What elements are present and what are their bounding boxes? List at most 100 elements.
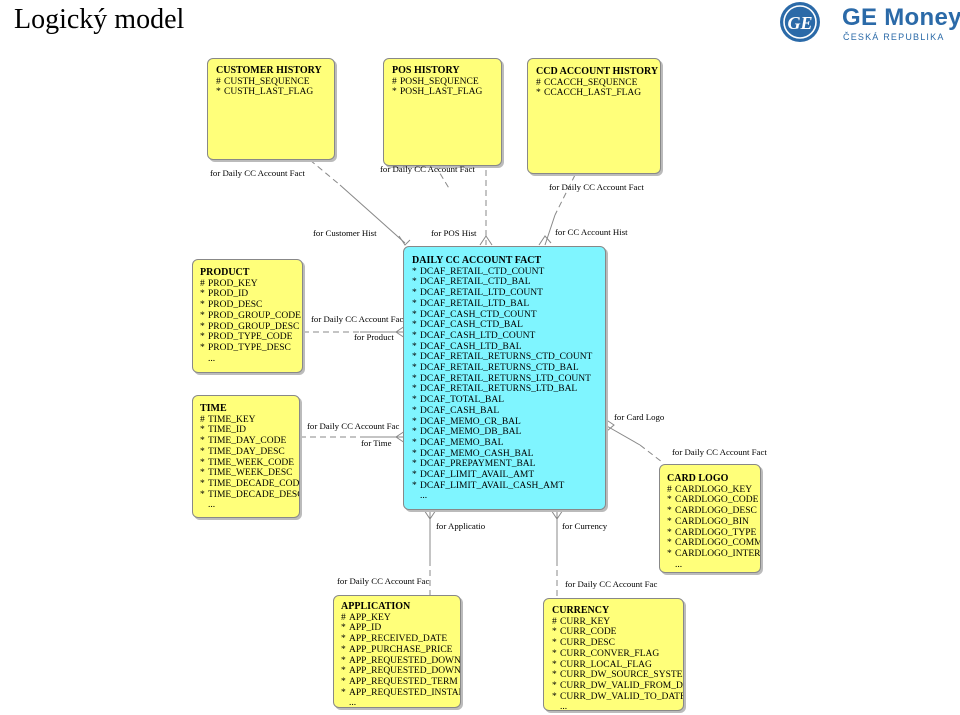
entity-daily-cc-account-fact[interactable]: DAILY CC ACCOUNT FACT *DCAF_RETAIL_CTD_C… xyxy=(403,246,606,510)
attribute: *DCAF_CASH_BAL xyxy=(412,405,500,416)
entity-pos-history[interactable]: POS HISTORY #POSH_SEQUENCE *POSH_LAST_FL… xyxy=(383,58,502,166)
relationship-label: for Daily CC Account Fact xyxy=(380,164,475,174)
attribute: #APP_KEY xyxy=(341,612,391,623)
attribute: *DCAF_MEMO_BAL xyxy=(412,437,504,448)
attribute: *APP_RECEIVED_DATE xyxy=(341,634,448,645)
relationship-label: for Daily CC Account Fact xyxy=(210,168,305,178)
entity-application[interactable]: APPLICATION #APP_KEY *APP_ID *APP_RECEIV… xyxy=(333,595,461,708)
attribute: #TIME_KEY xyxy=(200,414,256,425)
attribute: *CURR_CONVER_FLAG xyxy=(552,648,660,659)
attribute: *DCAF_CASH_LTD_COUNT xyxy=(412,330,536,341)
relationship-label: for Daily CC Account Fac xyxy=(337,576,430,586)
attribute: *DCAF_LIMIT_AVAIL_AMT xyxy=(412,470,535,481)
attribute: *CCACCH_LAST_FLAG xyxy=(536,88,642,99)
attribute: *DCAF_RETAIL_RETURNS_LTD_COUNT xyxy=(412,373,591,384)
relationship-label: for Customer Hist xyxy=(313,228,377,238)
attribute: *DCAF_RETAIL_CTD_COUNT xyxy=(412,266,545,277)
attribute: *DCAF_RETAIL_LTD_COUNT xyxy=(412,288,543,299)
attribute: *PROD_ID xyxy=(200,289,249,300)
attribute: *APP_REQUESTED_TERM xyxy=(341,676,458,687)
attribute: *TIME_DECADE_DESC xyxy=(200,489,300,500)
attribute: #POSH_SEQUENCE xyxy=(392,76,479,87)
entity-card-logo[interactable]: CARD LOGO #CARDLOGO_KEY *CARDLOGO_CODE *… xyxy=(659,464,761,573)
attribute: *TIME_DAY_CODE xyxy=(200,436,287,447)
attribute: *PROD_GROUP_DESC xyxy=(200,321,300,332)
attribute: *DCAF_CASH_LTD_BAL xyxy=(412,341,522,352)
entity-name: CUSTOMER HISTORY xyxy=(216,65,322,76)
entity-name: CURRENCY xyxy=(552,605,610,616)
entity-customer-history[interactable]: CUSTOMER HISTORY #CUSTH_SEQUENCE *CUSTH_… xyxy=(207,58,335,160)
relationship-label: for POS Hist xyxy=(431,228,477,238)
relationship-label: for Time xyxy=(361,438,392,448)
attribute: *CURR_DW_VALID_TO_DATE xyxy=(552,691,684,702)
attribute: #CCACCH_SEQUENCE xyxy=(536,77,638,88)
attribute: *PROD_DESC xyxy=(200,300,263,311)
relationship-label: for Card Logo xyxy=(614,412,665,422)
entity-name: POS HISTORY xyxy=(392,65,460,76)
attribute: ... xyxy=(208,353,216,364)
entity-attributes: #APP_KEY *APP_ID *APP_RECEIVED_DATE *APP… xyxy=(341,612,461,708)
attribute: *DCAF_LIMIT_AVAIL_CASH_AMT xyxy=(412,480,565,491)
attribute: ... xyxy=(675,559,683,570)
attribute: *DCAF_RETAIL_RETURNS_LTD_BAL xyxy=(412,384,578,395)
attribute: *TIME_DECADE_CODE xyxy=(200,478,300,489)
attribute: *TIME_WEEK_CODE xyxy=(200,457,295,468)
attribute: #CARDLOGO_KEY xyxy=(667,484,753,495)
attribute: ... xyxy=(349,698,357,708)
entity-attributes: #CCACCH_SEQUENCE *CCACCH_LAST_FLAG xyxy=(536,78,660,99)
attribute: *DCAF_MEMO_CR_BAL xyxy=(412,416,521,427)
entity-name: DAILY CC ACCOUNT FACT xyxy=(412,255,542,266)
brand-subtitle: ČESKÁ REPUBLIKA xyxy=(843,32,945,42)
attribute: *CARDLOGO_BIN xyxy=(667,516,749,527)
attribute: *DCAF_CASH_CTD_COUNT xyxy=(412,309,537,320)
entity-attributes: #POSH_SEQUENCE *POSH_LAST_FLAG xyxy=(392,77,501,98)
attribute: *DCAF_RETAIL_LTD_BAL xyxy=(412,298,530,309)
relationship-label: for Daily CC Account Fac xyxy=(307,421,400,431)
slide-title: Logický model xyxy=(14,4,185,35)
attribute: ... xyxy=(560,702,568,711)
relationship-label: for Daily CC Account Fact xyxy=(549,182,644,192)
attribute: *DCAF_RETAIL_CTD_BAL xyxy=(412,277,531,288)
relationship-label: for Product xyxy=(354,332,394,342)
ge-monogram-icon: GE xyxy=(780,2,820,42)
attribute: #CURR_KEY xyxy=(552,616,611,627)
relationship-label: for Currency xyxy=(562,521,608,531)
entity-name: APPLICATION xyxy=(341,601,411,612)
attribute: *APP_REQUESTED_DOWNPAY xyxy=(341,655,461,666)
relationship-label: for Daily CC Account Fac xyxy=(311,314,404,324)
attribute: *APP_ID xyxy=(341,623,382,634)
entity-attributes: *DCAF_RETAIL_CTD_COUNT *DCAF_RETAIL_CTD_… xyxy=(412,267,605,502)
attribute: #CUSTH_SEQUENCE xyxy=(216,76,310,87)
attribute: *POSH_LAST_FLAG xyxy=(392,87,483,98)
attribute: *DCAF_TOTAL_BAL xyxy=(412,395,505,406)
entity-product[interactable]: PRODUCT #PROD_KEY *PROD_ID *PROD_DESC *P… xyxy=(192,259,303,373)
entity-attributes: #CUSTH_SEQUENCE *CUSTH_LAST_FLAG xyxy=(216,77,334,98)
attribute: *PROD_TYPE_DESC xyxy=(200,342,291,353)
brand-name: GE Money xyxy=(842,4,960,31)
entity-ccd-account-history[interactable]: CCD ACCOUNT HISTORY #CCACCH_SEQUENCE *CC… xyxy=(527,58,661,174)
entity-currency[interactable]: CURRENCY #CURR_KEY *CURR_CODE *CURR_DESC… xyxy=(543,598,684,711)
attribute: *TIME_WEEK_DESC xyxy=(200,468,293,479)
attribute: *CARDLOGO_DESC xyxy=(667,506,757,517)
attribute: *PROD_GROUP_CODE xyxy=(200,310,301,321)
attribute: *CARDLOGO_COMMER xyxy=(667,538,761,549)
attribute: *CARDLOGO_TYPE xyxy=(667,527,757,538)
entity-attributes: #CURR_KEY *CURR_CODE *CURR_DESC *CURR_CO… xyxy=(552,616,684,711)
relationship-label: for Applicatio xyxy=(436,521,486,531)
attribute: *CURR_DW_SOURCE_SYSTEM xyxy=(552,670,684,681)
attribute: *CARDLOGO_CODE xyxy=(667,495,759,506)
entity-time[interactable]: TIME #TIME_KEY *TIME_ID *TIME_DAY_CODE *… xyxy=(192,395,300,518)
attribute: *DCAF_CASH_CTD_BAL xyxy=(412,320,523,331)
attribute: *CARDLOGO_INTERNA xyxy=(667,548,761,559)
entity-name: PRODUCT xyxy=(200,267,250,278)
attribute: *CUSTH_LAST_FLAG xyxy=(216,87,314,98)
relationship-label: for Daily CC Account Fact xyxy=(672,447,767,457)
attribute: *PROD_TYPE_CODE xyxy=(200,332,293,343)
attribute: *APP_PURCHASE_PRICE xyxy=(341,644,453,655)
attribute: *CURR_DW_VALID_FROM_DATE xyxy=(552,680,683,691)
entity-name: CARD LOGO xyxy=(667,473,729,484)
attribute: *APP_REQUESTED_INSTALLM xyxy=(341,687,460,698)
relationship-label: for Daily CC Account Fac xyxy=(565,579,658,589)
attribute: ... xyxy=(208,500,216,511)
